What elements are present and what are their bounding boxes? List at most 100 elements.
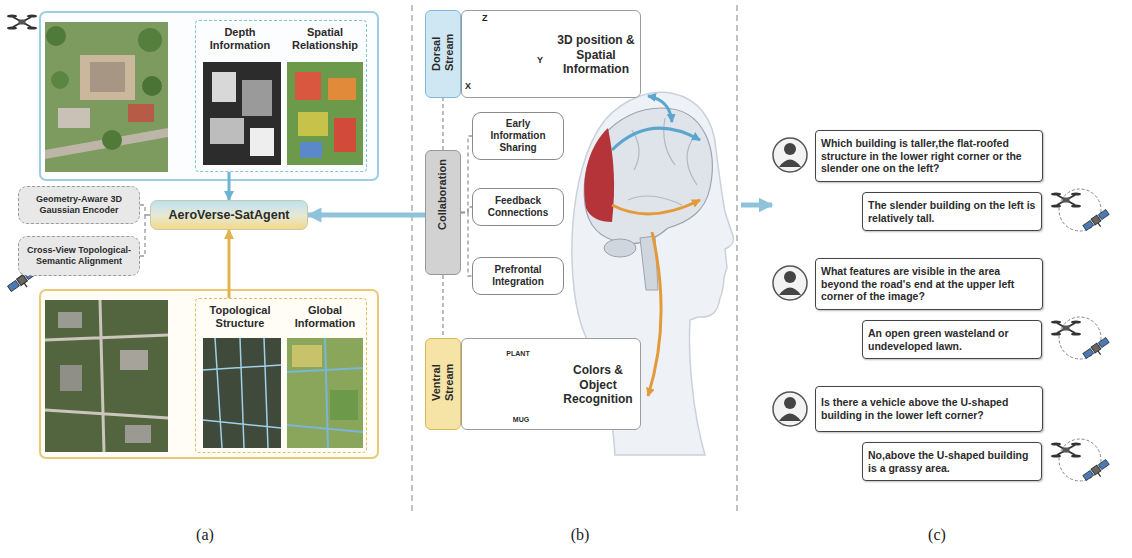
aerial-tree (102, 130, 122, 150)
satellite-house (120, 350, 148, 370)
process-box: Feedback Connections (472, 188, 564, 226)
stream-tab: Dorsal Stream (425, 10, 461, 98)
aerial-roof (90, 62, 125, 92)
user-avatar (784, 271, 796, 283)
aerial-image (45, 22, 168, 172)
dorsal-pathway (612, 128, 700, 150)
satellite-icon (1083, 459, 1113, 484)
function-box: 3D position & Spatial Information (461, 10, 641, 98)
panel-label: (c) (922, 526, 952, 544)
satellite-house (60, 365, 82, 391)
node-text: Is there a vehicle above the U-shaped bu… (821, 396, 1037, 421)
feature-panel: Depth InformationSpatial Relationship (195, 20, 367, 172)
panel-divider (411, 5, 412, 515)
satellite-house (125, 425, 151, 443)
question-bubble: Which building is taller,the flat-roofed… (815, 130, 1043, 182)
connector (442, 275, 443, 338)
panel-divider (736, 5, 737, 515)
node-text: What features are visible in the area be… (821, 265, 1037, 303)
node-text: Topological Structure (200, 304, 280, 330)
satellite-frame (40, 290, 378, 458)
connector (461, 136, 472, 213)
depth-blob (250, 128, 274, 156)
stream-tab: Ventral Stream (425, 338, 461, 430)
global-lines (287, 338, 363, 448)
cerebellum (604, 239, 636, 257)
process-box: Early Information Sharing (472, 112, 564, 160)
aerial-road (45, 128, 168, 159)
user-avatar (779, 288, 801, 296)
topology-lines (203, 338, 281, 448)
node-text: Early Information Sharing (477, 118, 559, 154)
panel-label: (a) (190, 526, 220, 544)
module-box: Cross-View Topological-Semantic Alignmen… (18, 236, 140, 276)
node-text: Geometry-Aware 3D Gaussian Encoder (24, 194, 134, 216)
panel-arrow (741, 203, 772, 208)
agent-box: AeroVerse-SatAgent (150, 200, 308, 230)
user-avatar (773, 138, 807, 172)
aerial-tree (142, 76, 162, 96)
node-text: An open green wasteland or undeveloped l… (868, 327, 1036, 352)
aerial-tree (138, 28, 162, 52)
drone-icon (1051, 320, 1081, 335)
ventral-pathway (648, 232, 661, 396)
depth-blob (212, 72, 236, 102)
connector (140, 205, 150, 215)
node-text: 3D position & Spatial Information (554, 33, 638, 76)
node-text: No,above the U-shaped building is a gras… (868, 449, 1036, 474)
connector (461, 213, 472, 277)
aerial-building (58, 108, 90, 128)
satellite-road (45, 300, 168, 452)
satellite-image (45, 300, 168, 452)
global-patch (330, 390, 358, 420)
drone-icon (7, 14, 37, 29)
node-text: Spatial Relationship (286, 26, 364, 52)
connector (140, 215, 150, 256)
topology-image (203, 338, 281, 448)
node-text: PLANT (504, 350, 532, 358)
spatial-region (334, 118, 356, 152)
drone-icon (1051, 192, 1081, 207)
satellite-house (58, 312, 82, 328)
answer-bubble: No,above the U-shaped building is a gras… (862, 442, 1042, 481)
user-avatar (779, 160, 801, 168)
aerial-tree (46, 26, 66, 46)
user-avatar (784, 397, 796, 409)
node-text: MUG (508, 416, 534, 424)
axis-label: Y (537, 55, 543, 65)
question-bubble: What features are visible in the area be… (815, 258, 1043, 310)
module-box: Geometry-Aware 3D Gaussian Encoder (18, 186, 140, 224)
node-text: Depth Information (200, 26, 280, 52)
connector (461, 207, 472, 213)
node-text: The slender building on the left is rela… (868, 199, 1036, 224)
spatial-region (328, 78, 356, 100)
function-box: PLANT MUG Colors & Object Recognition (461, 338, 641, 430)
process-box: Prefrontal Integration (472, 257, 564, 295)
answer-bubble: The slender building on the left is rela… (862, 192, 1042, 231)
spatial-region (300, 142, 322, 158)
aerial-building (128, 104, 154, 122)
connector (228, 230, 231, 298)
node-text: Feedback Connections (477, 195, 559, 219)
node-text: Colors & Object Recognition (557, 363, 639, 406)
connector (308, 213, 425, 218)
aerial-frame (40, 12, 378, 180)
global-patch (292, 345, 322, 367)
depth-blob (242, 80, 272, 116)
depth-image (203, 62, 281, 165)
tab-label: Collaboration (436, 196, 449, 230)
connector (228, 172, 231, 200)
stream-tab: Collaboration (425, 150, 461, 275)
axis-label: X (465, 81, 471, 91)
depth-blob (210, 118, 244, 144)
spatial-region (298, 112, 328, 136)
satellite-icon (1083, 209, 1113, 234)
axis-label: Z (482, 13, 488, 23)
brain (584, 108, 712, 243)
user-avatar (773, 392, 807, 426)
ventral-pathway (612, 200, 700, 214)
user-avatar (773, 266, 807, 300)
question-bubble: Is there a vehicle above the U-shaped bu… (815, 386, 1043, 432)
occipital-lobe (584, 128, 614, 222)
